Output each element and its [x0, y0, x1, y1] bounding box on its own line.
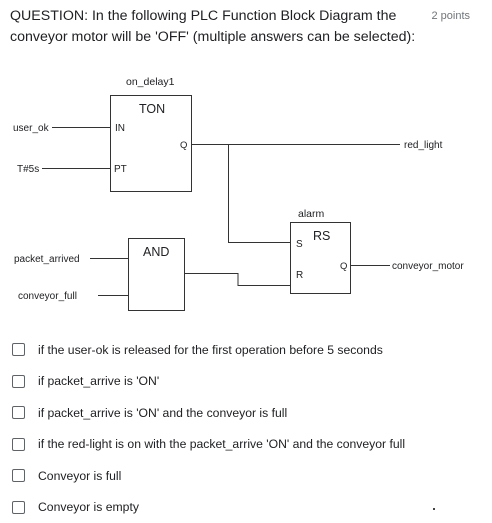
on-delay-instance-label: on_delay1	[126, 76, 175, 88]
rs-r-label: R	[296, 270, 303, 281]
output-red-light-label: red_light	[404, 140, 443, 151]
option-label: if the user-ok is released for the first…	[38, 343, 383, 357]
option-2[interactable]: if packet_arrive is 'ON'	[12, 366, 482, 398]
and-type-label: AND	[143, 245, 169, 259]
input-packet-arrived-label: packet_arrived	[14, 254, 80, 265]
checkbox[interactable]	[12, 406, 25, 419]
rs-s-label: S	[296, 239, 303, 250]
ton-pt-label: PT	[114, 164, 127, 175]
output-conveyor-motor-label: conveyor_motor	[392, 261, 464, 272]
rs-q-label: Q	[340, 261, 347, 272]
rs-type-label: RS	[313, 229, 330, 243]
function-block-diagram: on_delay1 TON IN PT Q user_ok T#5s red_l…	[0, 0, 492, 330]
answer-options: if the user-ok is released for the first…	[12, 334, 482, 523]
stray-dot	[433, 508, 435, 510]
input-conveyor-full-label: conveyor_full	[18, 291, 77, 302]
option-5[interactable]: Conveyor is full	[12, 460, 482, 492]
option-6[interactable]: Conveyor is empty	[12, 492, 482, 523]
input-time-label: T#5s	[17, 164, 39, 175]
wire-ton-q-to-rs-s	[229, 145, 291, 243]
option-label: Conveyor is empty	[38, 500, 139, 514]
wire-and-to-rs-r	[184, 274, 290, 286]
checkbox[interactable]	[12, 438, 25, 451]
ton-q-label: Q	[180, 140, 187, 151]
ton-in-label: IN	[115, 123, 125, 134]
input-user-ok-label: user_ok	[13, 123, 50, 134]
option-label: if packet_arrive is 'ON'	[38, 374, 159, 388]
checkbox[interactable]	[12, 469, 25, 482]
option-label: if packet_arrive is 'ON' and the conveyo…	[38, 406, 287, 420]
checkbox[interactable]	[12, 375, 25, 388]
checkbox[interactable]	[12, 343, 25, 356]
option-label: Conveyor is full	[38, 469, 121, 483]
ton-type-label: TON	[139, 102, 165, 116]
option-3[interactable]: if packet_arrive is 'ON' and the conveyo…	[12, 397, 482, 429]
alarm-instance-label: alarm	[298, 208, 325, 220]
checkbox[interactable]	[12, 501, 25, 514]
option-1[interactable]: if the user-ok is released for the first…	[12, 334, 482, 366]
option-4[interactable]: if the red-light is on with the packet_a…	[12, 429, 482, 461]
option-label: if the red-light is on with the packet_a…	[38, 437, 405, 451]
